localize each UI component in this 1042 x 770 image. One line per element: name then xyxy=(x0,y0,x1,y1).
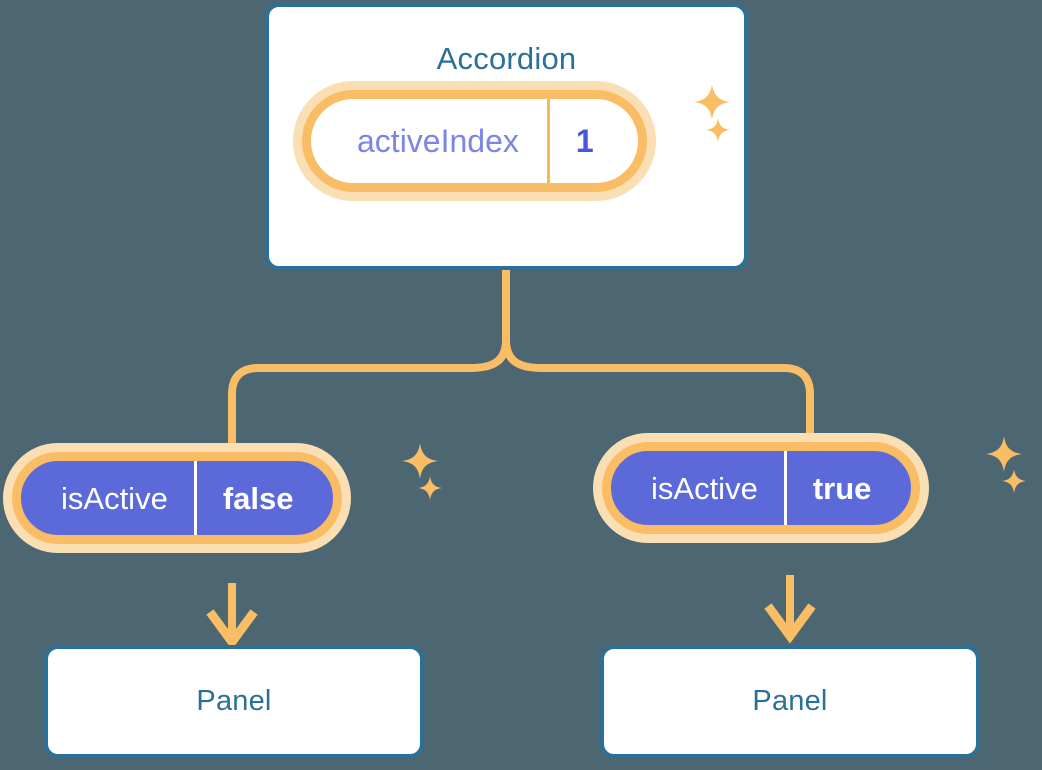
sparkle-small-icon xyxy=(706,118,730,142)
state-pill-body[interactable]: activeIndex 1 xyxy=(302,90,647,192)
state-pill-value: true xyxy=(783,451,912,525)
arrow-pill-to-panel-right-head xyxy=(764,603,816,644)
state-pill-key: activeIndex xyxy=(357,123,519,159)
sparkle-large-icon xyxy=(402,443,438,479)
panel-title: Panel xyxy=(196,685,272,717)
sparkle-small-icon xyxy=(1002,469,1026,493)
sparkle-small-icon xyxy=(418,476,442,500)
accordion-to-children-trunk-right xyxy=(502,336,814,451)
state-pill-value: false xyxy=(193,461,334,535)
arrow-pill-to-panel-left-head xyxy=(206,609,258,650)
accordion-to-children-trunk xyxy=(228,266,510,459)
state-pill-value: 1 xyxy=(546,99,638,183)
state-pill-body[interactable]: isActive true xyxy=(602,442,921,534)
panel-card-left[interactable]: Panel xyxy=(44,645,424,758)
sparkle-large-icon xyxy=(986,436,1022,472)
state-pill-active-index[interactable]: activeIndex 1 xyxy=(302,90,647,192)
state-pill-key: isActive xyxy=(651,470,758,506)
panel-card-right[interactable]: Panel xyxy=(600,645,980,758)
state-pill-is-active-left[interactable]: isActive false xyxy=(12,452,343,544)
state-pill-is-active-right[interactable]: isActive true xyxy=(602,442,921,534)
sparkle-large-icon xyxy=(694,84,730,120)
panel-title: Panel xyxy=(752,685,828,717)
state-pill-key: isActive xyxy=(61,480,168,516)
accordion-title: Accordion xyxy=(436,41,577,76)
state-pill-body[interactable]: isActive false xyxy=(12,452,343,544)
